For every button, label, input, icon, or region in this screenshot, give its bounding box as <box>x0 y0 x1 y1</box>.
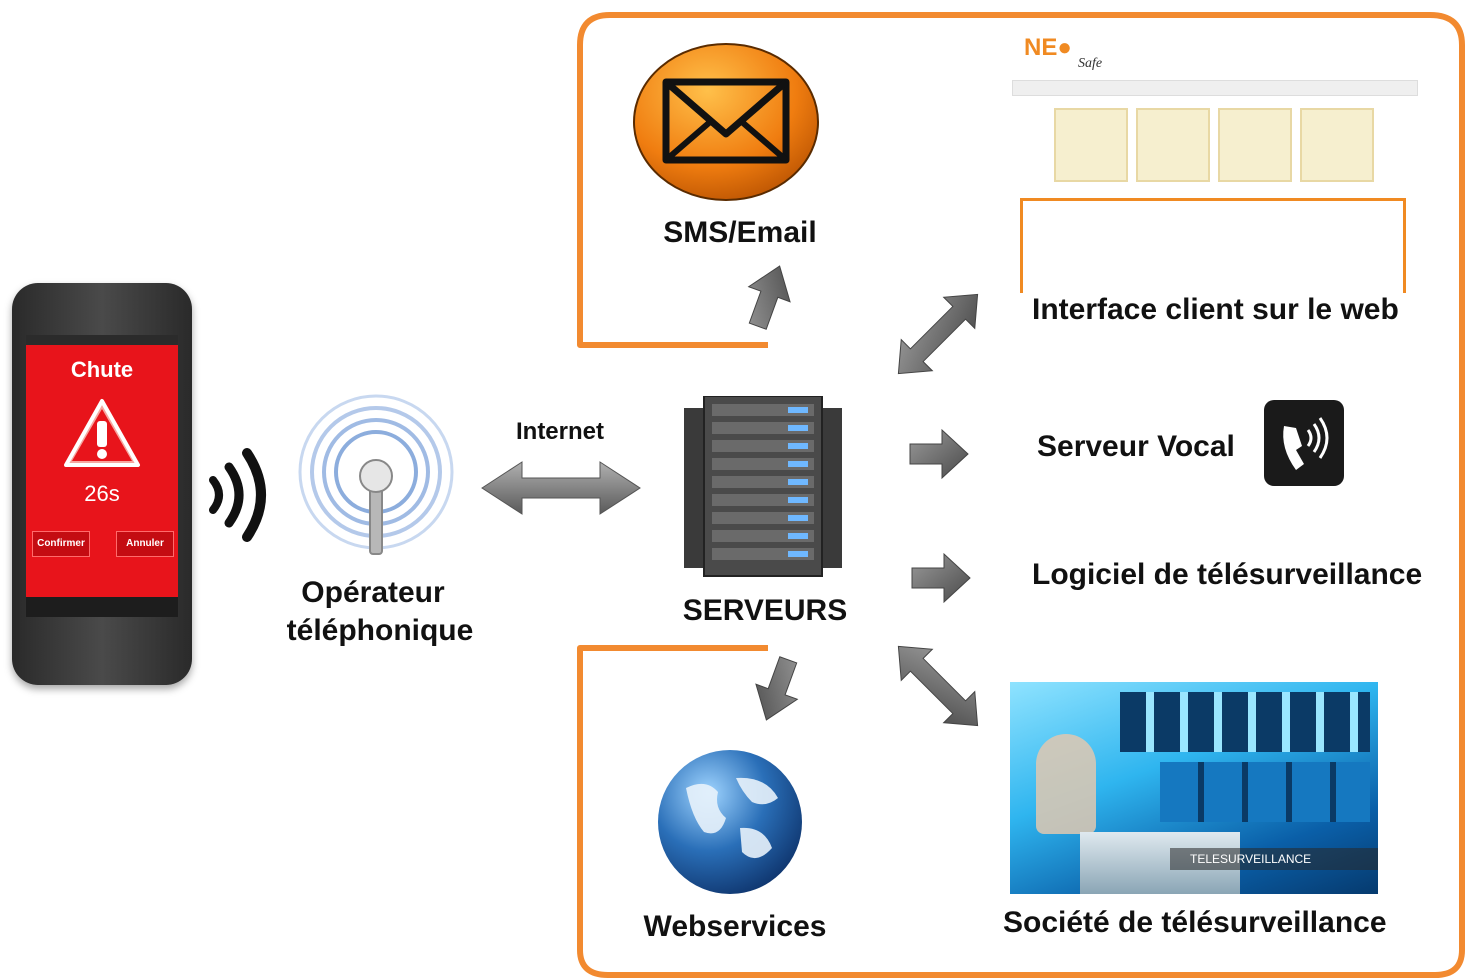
operator-label-line1: Opérateur <box>301 576 445 609</box>
phone-nav-bar <box>26 597 178 617</box>
internet-label: Internet <box>515 418 604 445</box>
phone-screen: Chute 26s Confirmer Annuler <box>26 335 178 617</box>
control-room-photo: TELESURVEILLANCE <box>1010 682 1378 894</box>
confirm-button[interactable]: Confirmer <box>32 531 90 557</box>
warning-icon <box>64 399 140 467</box>
phone-countdown: 26s <box>84 481 120 506</box>
web-interface-label: Interface client sur le web <box>1032 293 1399 326</box>
software-label: Logiciel de télésurveillance <box>1032 558 1423 591</box>
web-tile[interactable] <box>1218 108 1292 182</box>
server-rack-icon <box>684 396 842 577</box>
telesurveillance-banner: TELESURVEILLANCE <box>1170 848 1378 870</box>
monitor-wall <box>1160 762 1370 822</box>
operator-label-line2: téléphonique <box>286 614 474 647</box>
arrow-to-voice-server <box>909 428 969 480</box>
operator-figure <box>1036 734 1096 834</box>
web-interface-screenshot: NE● Safe <box>1008 28 1420 293</box>
wifi-signal-icon <box>209 448 266 542</box>
voice-server-label: Serveur Vocal <box>1037 430 1235 463</box>
web-toolbar <box>1012 80 1418 96</box>
internet-double-arrow <box>481 461 641 515</box>
phone-call-icon <box>1264 400 1344 486</box>
servers-label: SERVEURS <box>682 594 848 627</box>
webservices-label: Webservices <box>643 910 827 943</box>
arrow-to-webservices <box>755 656 799 721</box>
globe-icon <box>658 750 802 894</box>
web-content-panel <box>1020 198 1406 293</box>
web-tile[interactable] <box>1054 108 1128 182</box>
arrow-to-company <box>897 645 979 727</box>
arrow-to-software <box>911 552 971 604</box>
phone-alert-title: Chute <box>70 357 134 382</box>
smartphone: Chute 26s Confirmer Annuler <box>12 283 192 685</box>
arrow-to-sms <box>747 265 791 330</box>
sms-email-label: SMS/Email <box>663 216 817 249</box>
company-label: Société de télésurveillance <box>1003 906 1387 939</box>
neo-logo-text: NE <box>1024 34 1058 61</box>
arrow-to-web-interface <box>897 293 979 375</box>
envelope-icon <box>633 43 819 201</box>
neo-logo: NE● <box>1024 34 1072 61</box>
web-tile[interactable] <box>1300 108 1374 182</box>
cancel-button[interactable]: Annuler <box>116 531 174 557</box>
antenna-icon <box>298 394 454 555</box>
monitor-wall <box>1120 692 1370 752</box>
safe-logo-text: Safe <box>1078 56 1103 71</box>
phone-status-bar <box>26 335 178 345</box>
web-tile[interactable] <box>1136 108 1210 182</box>
